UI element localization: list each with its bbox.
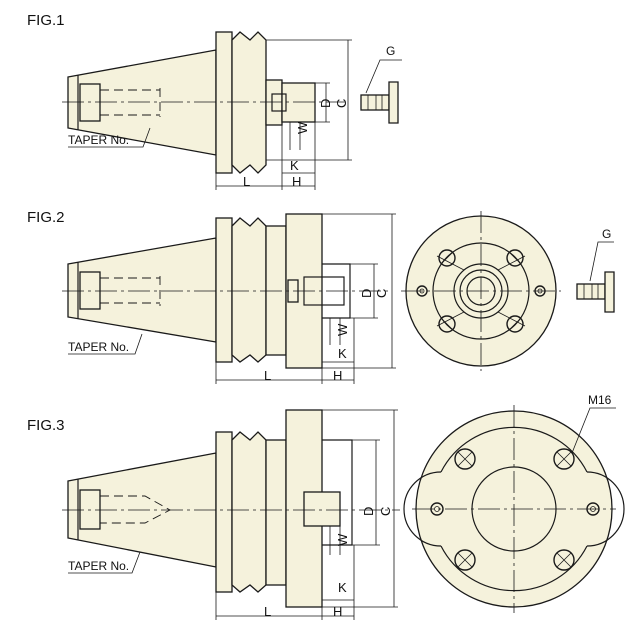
fig3-pull-stud — [79, 489, 101, 530]
fig2-hidden-bore — [100, 276, 161, 306]
fig3-dim-C: C — [378, 507, 393, 516]
fig1-w-lines — [289, 122, 301, 150]
fig2-collar — [265, 225, 287, 356]
figure-3-title: FIG.3 — [27, 417, 65, 434]
fig3-end-view — [403, 405, 625, 613]
fig1-taper-leader — [68, 127, 151, 148]
fig3-dim-L: L — [264, 604, 271, 619]
figure-1: FIG.1 L H K W D C TAPER No. — [27, 12, 402, 190]
fig3-collar — [265, 439, 287, 586]
fig2-dim-lines-right — [322, 213, 396, 369]
fig3-dim-D: D — [361, 507, 376, 516]
fig3-flange-front — [215, 431, 233, 593]
fig3-dim-lines — [215, 545, 355, 620]
fig2-g-screw — [576, 241, 615, 313]
fig3-key-block — [303, 491, 341, 527]
fig1-dim-lines — [215, 122, 316, 190]
fig2-taper-leader — [68, 333, 143, 355]
fig3-taper-label: TAPER No. — [68, 559, 129, 573]
fig3-w-lines — [329, 526, 341, 555]
fig1-dim-H: H — [292, 174, 301, 189]
fig3-dim-K: K — [338, 580, 347, 595]
fig2-taper-label: TAPER No. — [68, 340, 129, 354]
figure-3: FIG.3 L H K W D C TAPER No. — [27, 393, 625, 620]
figure-2: FIG.2 L H K W D C TAPER No. — [27, 209, 615, 384]
fig1-dim-W: W — [295, 121, 310, 134]
fig1-hidden-bore — [100, 88, 161, 117]
figure-2-title: FIG.2 — [27, 209, 65, 226]
fig1-dim-L: L — [243, 174, 250, 189]
fig2-g-label: G — [602, 227, 611, 241]
fig1-dim-D: D — [318, 99, 333, 108]
fig2-dim-C: C — [374, 289, 389, 298]
fig3-recess — [322, 439, 353, 546]
fig2-tenon — [322, 263, 351, 319]
fig2-dim-L: L — [264, 368, 271, 383]
fig1-g-label: G — [386, 44, 395, 58]
fig1-screw-hole — [271, 93, 287, 112]
fig2-pull-stud — [79, 271, 101, 310]
fig2-dim-W: W — [335, 323, 350, 336]
fig1-pull-stud — [79, 83, 101, 122]
fig1-tenon-block — [281, 82, 316, 123]
fig2-end-view — [401, 211, 561, 371]
fig2-flange-vgroove — [231, 217, 267, 363]
fig1-dim-lines-right — [266, 39, 352, 161]
fig2-dim-D: D — [359, 289, 374, 298]
fig2-dim-lines — [215, 318, 355, 384]
fig1-dim-C: C — [334, 99, 349, 108]
fig3-dim-W: W — [335, 533, 350, 546]
fig3-dim-lines-right — [322, 409, 398, 608]
fig2-flange-front — [215, 217, 233, 363]
fig1-flange-front — [215, 31, 233, 174]
fig3-m16-label: M16 — [588, 393, 612, 407]
fig1-g-screw — [360, 59, 402, 124]
fig3-taper-leader — [68, 551, 141, 574]
fig2-dim-K: K — [338, 346, 347, 361]
fig1-dim-K: K — [290, 158, 299, 173]
fig1-nose — [265, 79, 283, 126]
fig3-flange-vgroove — [231, 431, 267, 593]
fig1-flange-vgroove — [231, 31, 267, 174]
fig2-w-lines — [329, 318, 341, 345]
fig2-dim-H: H — [333, 368, 342, 383]
fig3-dim-H: H — [333, 604, 342, 619]
figure-1-title: FIG.1 — [27, 12, 65, 29]
fig1-taper-label: TAPER No. — [68, 133, 129, 147]
